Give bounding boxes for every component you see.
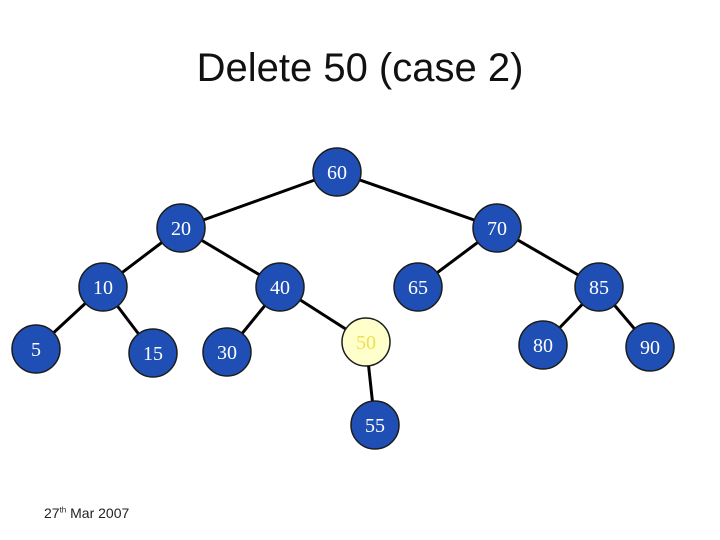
tree-node-50: 50 xyxy=(341,317,391,367)
node-label-80: 80 xyxy=(533,335,553,357)
node-circle-70 xyxy=(472,203,522,253)
node-label-10: 10 xyxy=(93,277,113,299)
node-circle-30 xyxy=(202,327,252,377)
tree-node-15: 15 xyxy=(128,328,178,378)
node-label-40: 40 xyxy=(270,277,290,299)
node-circle-55 xyxy=(350,400,400,450)
node-circle-80 xyxy=(518,320,568,370)
node-circle-90 xyxy=(625,322,675,372)
node-circle-10 xyxy=(78,262,128,312)
tree-node-30: 30 xyxy=(202,327,252,377)
tree-node-80: 80 xyxy=(518,320,568,370)
node-label-85: 85 xyxy=(589,277,609,299)
node-circle-85 xyxy=(574,262,624,312)
tree-node-5: 5 xyxy=(11,324,61,374)
node-label-50: 50 xyxy=(356,332,376,354)
footer-ordinal: th xyxy=(59,505,67,515)
node-label-70: 70 xyxy=(487,218,507,240)
node-label-30: 30 xyxy=(217,342,237,364)
tree-node-10: 10 xyxy=(78,262,128,312)
edges-layer xyxy=(34,170,652,426)
node-circle-15 xyxy=(128,328,178,378)
tree-node-60: 60 xyxy=(312,147,362,197)
node-label-90: 90 xyxy=(640,337,660,359)
tree-node-70: 70 xyxy=(472,203,522,253)
node-label-55: 55 xyxy=(365,415,385,437)
node-circle-20 xyxy=(156,203,206,253)
tree-node-55: 55 xyxy=(350,400,400,450)
node-label-60: 60 xyxy=(327,162,347,184)
node-label-15: 15 xyxy=(143,343,163,365)
tree-node-90: 90 xyxy=(625,322,675,372)
node-label-5: 5 xyxy=(31,339,41,361)
node-circle-60 xyxy=(312,147,362,197)
footer-rest: Mar 2007 xyxy=(66,505,130,521)
tree-node-65: 65 xyxy=(393,262,443,312)
node-circle-5 xyxy=(11,324,61,374)
edge-60-70 xyxy=(336,170,498,230)
node-circle-40 xyxy=(255,262,305,312)
footer-day: 27 xyxy=(44,505,60,521)
tree-node-40: 40 xyxy=(255,262,305,312)
slide-title: Delete 50 (case 2) xyxy=(196,46,524,90)
node-circle-65 xyxy=(393,262,443,312)
edge-60-20 xyxy=(180,170,338,230)
tree-node-85: 85 xyxy=(574,262,624,312)
node-label-65: 65 xyxy=(408,277,428,299)
node-label-20: 20 xyxy=(171,218,191,240)
node-circle-50 xyxy=(341,317,391,367)
footer-date: 27th Mar 2007 xyxy=(44,505,129,521)
tree-node-20: 20 xyxy=(156,203,206,253)
nodes-layer: 60 20 70 10 40 65 85 5 15 30 50 80 90 55 xyxy=(11,147,675,450)
